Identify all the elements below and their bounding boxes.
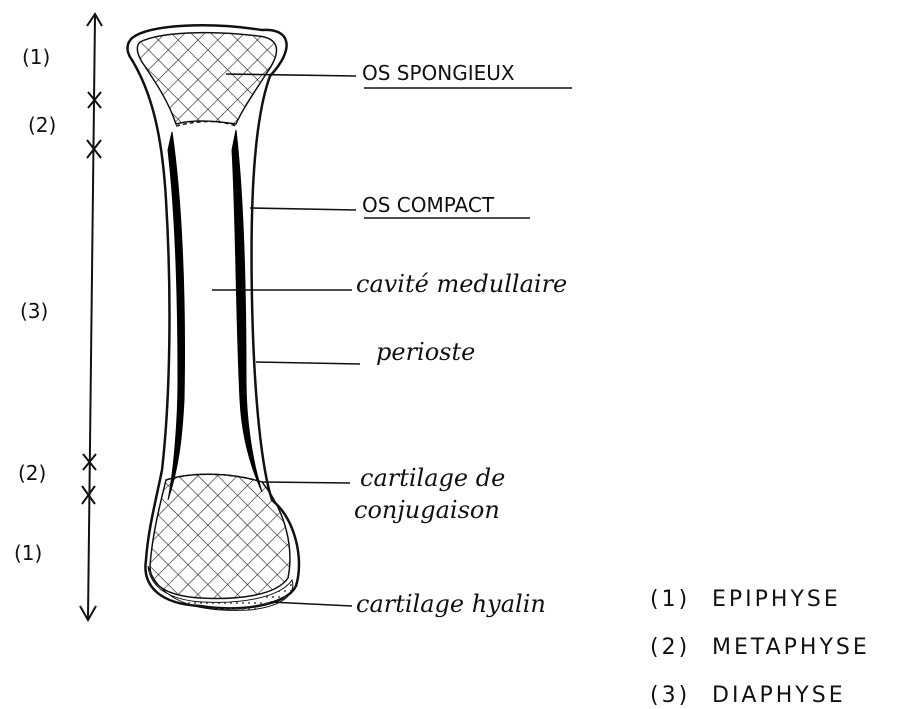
marker-metaphyse-bottom: (2) [18, 461, 46, 485]
legend-term-metaphyse: METAPHYSE [712, 635, 870, 660]
region-scale [80, 14, 102, 620]
label-cavite-medullaire: cavité medullaire [356, 270, 567, 298]
label-cartilage-hyalin: cartilage hyalin [356, 590, 546, 618]
label-os-compact: OS COMPACT [362, 193, 495, 217]
label-os-spongieux: OS SPONGIEUX [362, 61, 515, 85]
marker-metaphyse-top: (2) [28, 113, 56, 137]
label-cartilage-de: cartilage de [360, 464, 505, 492]
label-perioste: perioste [376, 338, 475, 366]
legend-term-epiphyse: EPIPHYSE [712, 587, 841, 612]
marker-epiphyse-top: (1) [22, 45, 50, 69]
marker-diaphyse: (3) [20, 299, 48, 323]
spongy-bone-bottom [150, 474, 290, 598]
label-conjugaison: conjugaison [354, 496, 500, 524]
marker-epiphyse-bottom: (1) [14, 541, 42, 565]
legend-term-diaphyse: DIAPHYSE [712, 683, 846, 708]
legend-num-1: (1) [650, 587, 690, 612]
legend-num-2: (2) [650, 635, 690, 660]
legend: (1) EPIPHYSE (2) METAPHYSE (3) DIAPHYSE [650, 587, 870, 708]
legend-num-3: (3) [650, 683, 690, 708]
